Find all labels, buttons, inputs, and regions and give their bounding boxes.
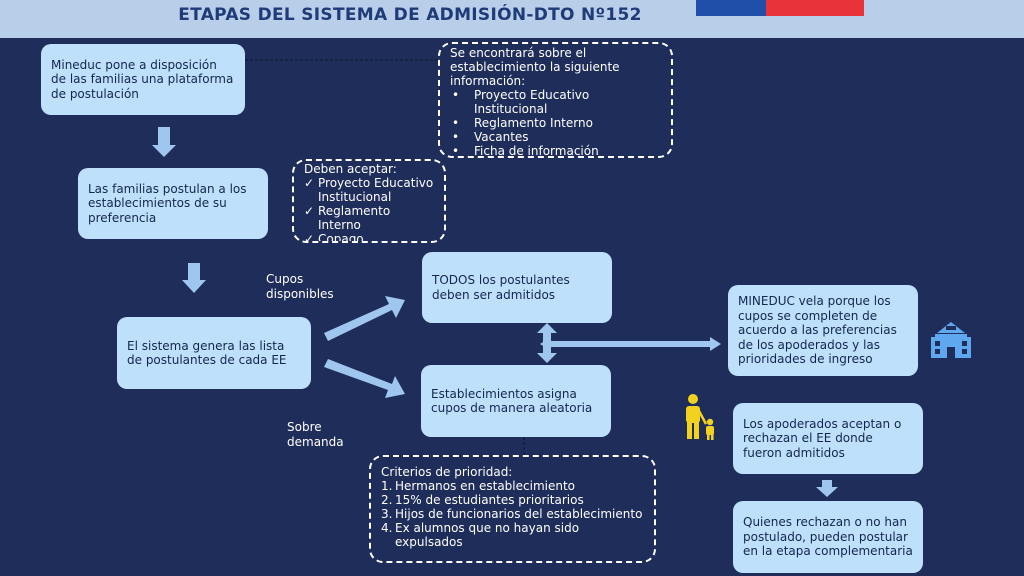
info-item: • Ficha de información — [450, 144, 661, 158]
info-item-text: Ficha de información — [474, 144, 599, 158]
criteria-item: 4.Ex alumnos que no hayan sido expulsado… — [381, 521, 644, 549]
down-arrow-1 — [152, 127, 176, 157]
criteria-item-text: 15% de estudiantes prioritarios — [395, 493, 584, 507]
accept-item: ✓Copago — [304, 232, 434, 243]
check-icon: ✓ — [304, 232, 315, 243]
node-all-admitted-text: TODOS los postulantes deben ser admitido… — [432, 273, 570, 302]
flag-blue-stripe — [696, 0, 766, 16]
check-icon: ✓ — [304, 176, 315, 190]
accept-item-text: Reglamento Interno — [318, 204, 391, 232]
arrow-down-right — [324, 359, 405, 398]
label-available: Cupos disponibles — [266, 272, 334, 301]
bullet-icon: • — [452, 130, 460, 144]
node-random-assign: Establecimientos asigna cupos de manera … — [421, 365, 611, 437]
page-title: ETAPAS DEL SISTEMA DE ADMISIÓN-DTO Nº152 — [178, 5, 642, 25]
info-item-text: Vacantes — [474, 130, 529, 144]
node-mineduc-watch-text: MINEDUC vela porque los cupos se complet… — [738, 294, 897, 367]
check-icon: ✓ — [304, 204, 315, 218]
accept-item-text: Proyecto Educativo Institucional — [318, 176, 434, 204]
node-random-assign-text: Establecimientos asigna cupos de manera … — [431, 386, 593, 416]
info-item-text: Proyecto Educativo Institucional — [474, 88, 590, 116]
node-platform-text: Mineduc pone a disposición de las famili… — [51, 57, 234, 101]
parent-child-icon — [686, 394, 714, 440]
bullet-icon: • — [452, 88, 460, 102]
criteria-item-text: Ex alumnos que no hayan sido expulsados — [395, 521, 580, 549]
node-guardians-accept: Los apoderados aceptan o rechazan el EE … — [733, 403, 923, 474]
criteria-item-number: 1. — [381, 479, 393, 493]
node-system-list-text: El sistema genera las lista de postulant… — [127, 338, 287, 368]
node-mineduc-watch: MINEDUC vela porque los cupos se complet… — [728, 285, 918, 376]
criteria-item-number: 3. — [381, 507, 393, 521]
criteria-item-number: 2. — [381, 493, 393, 507]
arrow-up-right — [324, 296, 405, 341]
criteria-item: 1.Hermanos en establecimiento — [381, 479, 644, 493]
node-all-admitted: TODOS los postulantes deben ser admitido… — [422, 252, 612, 323]
node-complementary: Quienes rechazan o no han postulado, pue… — [733, 501, 923, 573]
flag-red-stripe — [766, 0, 864, 16]
info-item: • Vacantes — [450, 130, 661, 144]
accept-box: Deben aceptar: ✓Proyecto Educativo Insti… — [292, 159, 446, 243]
down-arrow-3 — [816, 480, 838, 497]
accept-box-intro: Deben aceptar: — [304, 162, 397, 176]
info-item-text: Reglamento Interno — [474, 116, 593, 130]
bullet-icon: • — [452, 116, 460, 130]
criteria-item: 3.Hijos de funcionarios del establecimie… — [381, 507, 644, 521]
accept-item-text: Copago — [318, 232, 364, 243]
node-platform: Mineduc pone a disposición de las famili… — [41, 44, 245, 115]
node-guardians-accept-text: Los apoderados aceptan o rechazan el EE … — [743, 416, 902, 460]
criteria-box: Criterios de prioridad: 1.Hermanos en es… — [369, 455, 656, 563]
label-demand: Sobre demanda — [287, 420, 344, 449]
info-box: Se encontrará sobre el establecimiento l… — [438, 42, 673, 158]
criteria-item-text: Hermanos en establecimiento — [395, 479, 576, 493]
criteria-item-text: Hijos de funcionarios del establecimient… — [395, 507, 643, 521]
info-item: • Reglamento Interno — [450, 116, 661, 130]
info-box-intro: Se encontrará sobre el establecimiento l… — [450, 46, 620, 88]
criteria-item: 2.15% de estudiantes prioritarios — [381, 493, 644, 507]
node-complementary-text: Quienes rechazan o no han postulado, pue… — [743, 515, 913, 559]
node-families-apply: Las familias postulan a los establecimie… — [78, 168, 268, 239]
node-system-list: El sistema genera las lista de postulant… — [117, 317, 311, 389]
node-families-apply-text: Las familias postulan a los establecimie… — [88, 181, 247, 225]
bullet-icon: • — [452, 144, 460, 158]
double-arrow-horizontal — [540, 337, 721, 351]
criteria-item-number: 4. — [381, 521, 393, 535]
info-item: • Proyecto Educativo Institucional — [450, 88, 661, 116]
accept-item: ✓Proyecto Educativo Institucional — [304, 176, 434, 204]
criteria-box-list: 1.Hermanos en establecimiento 2.15% de e… — [381, 479, 644, 549]
down-arrow-2 — [182, 263, 206, 293]
accept-item: ✓Reglamento Interno — [304, 204, 434, 232]
accept-box-list: ✓Proyecto Educativo Institucional ✓Regla… — [304, 176, 434, 243]
school-icon — [931, 322, 971, 358]
info-box-list: • Proyecto Educativo Institucional • Regla… — [450, 88, 661, 158]
criteria-box-intro: Criterios de prioridad: — [381, 465, 513, 479]
